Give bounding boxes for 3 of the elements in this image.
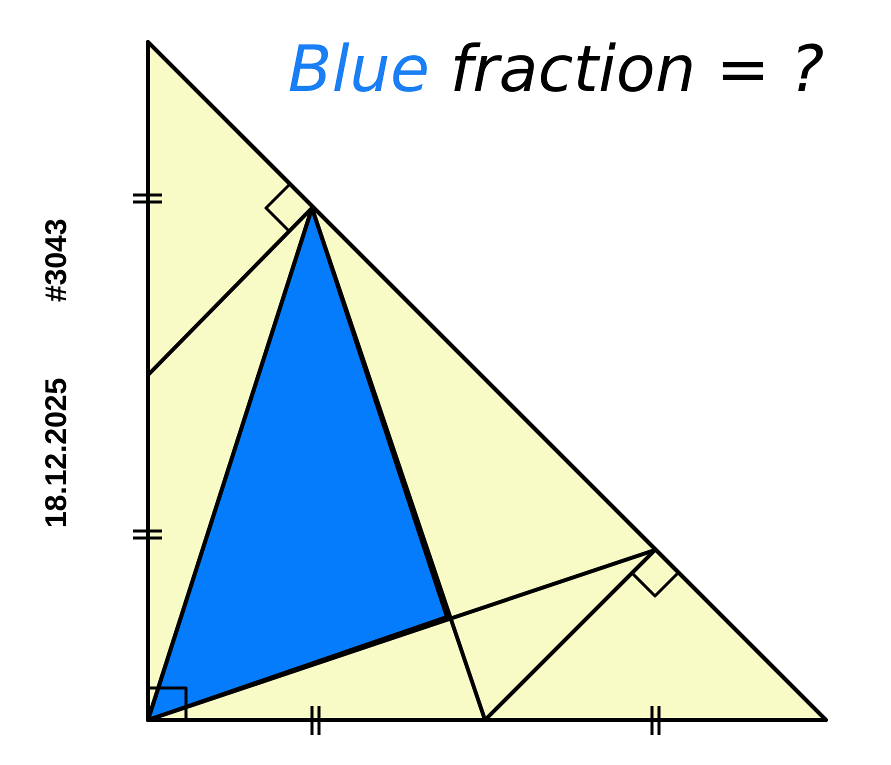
title: Blue fraction = ?	[288, 38, 824, 102]
date-label: 18.12.2025	[40, 378, 74, 528]
problem-number: #3043	[40, 218, 74, 302]
